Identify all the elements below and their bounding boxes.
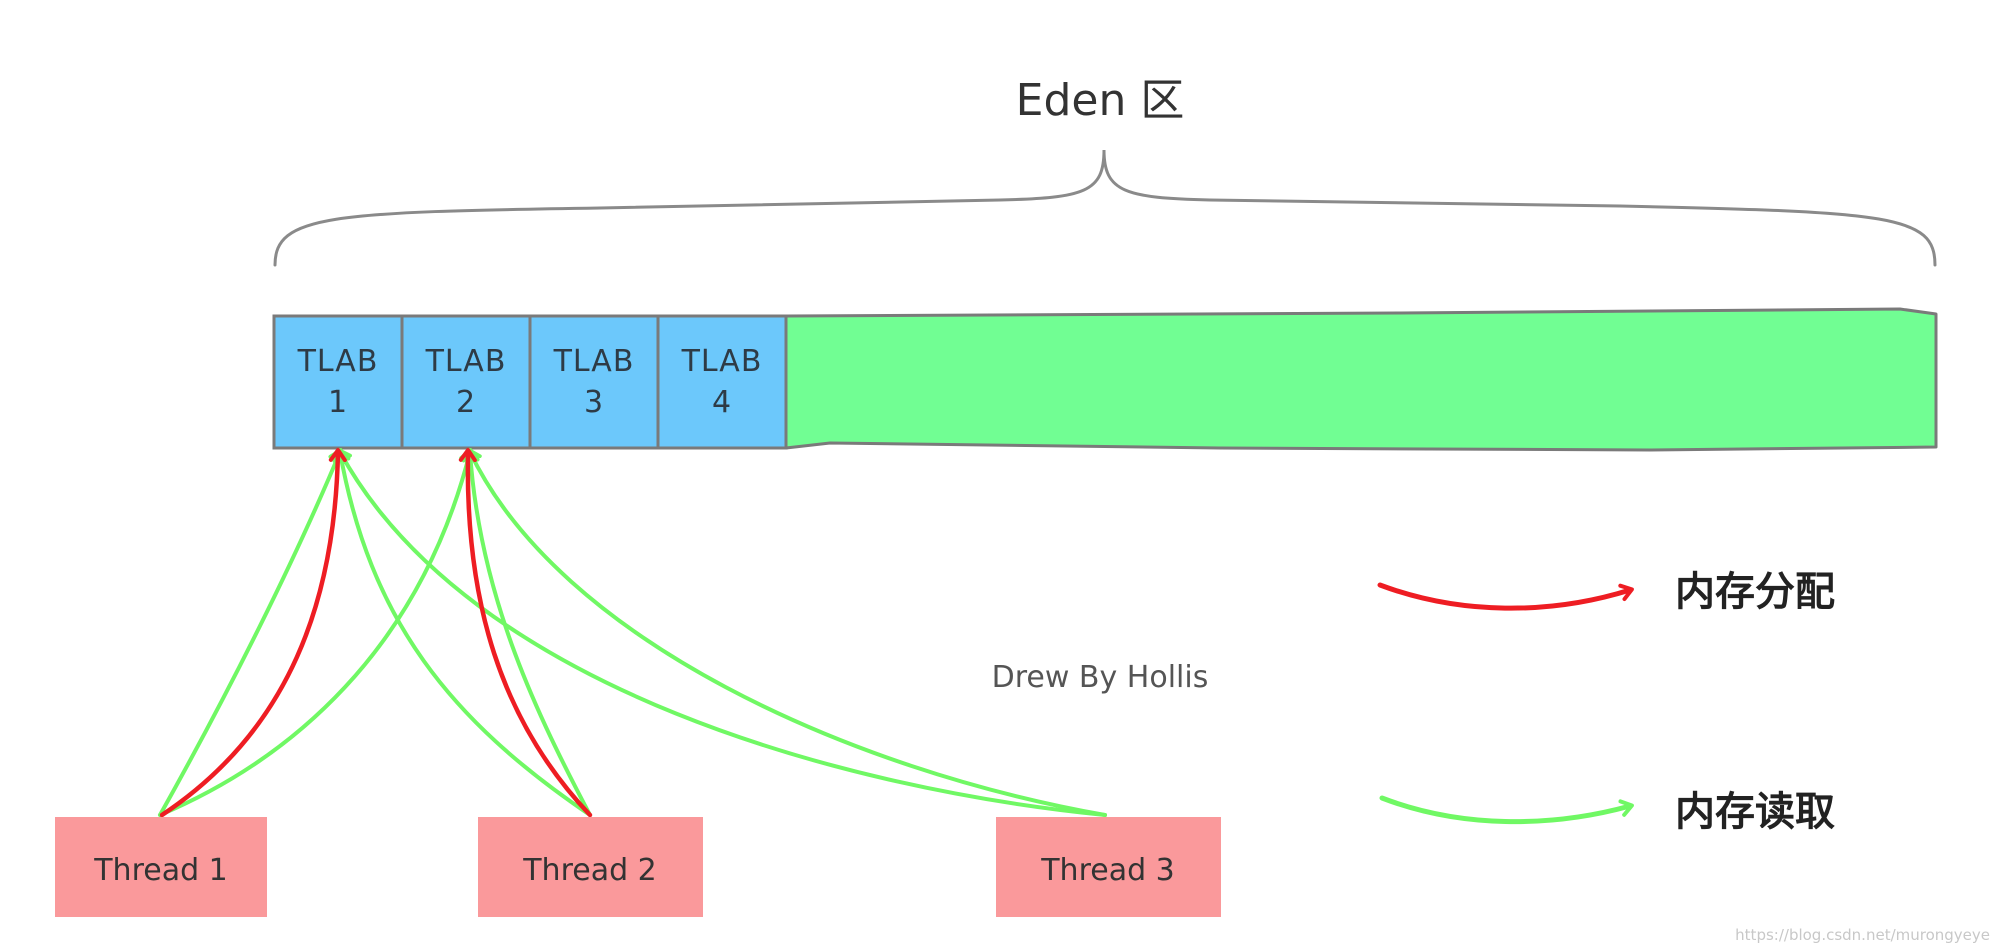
read-connections — [158, 448, 1107, 817]
eden-brace — [273, 149, 1937, 267]
tlab-label: TLAB — [297, 344, 379, 379]
eden-title: Eden 区 — [1016, 75, 1185, 126]
legend-read: 内存读取 — [1379, 788, 1835, 835]
tlab-number: 2 — [456, 385, 476, 420]
credit-text: Drew By Hollis — [992, 660, 1209, 695]
legend-read-arrow — [1379, 795, 1634, 825]
legend: 内存分配 内存读取 — [1377, 568, 1835, 835]
legend-allocation: 内存分配 — [1377, 568, 1835, 615]
allocation-connections — [159, 448, 593, 818]
allocation-arrow-thread1-tlab1 — [159, 448, 347, 818]
read-arrow-thread2-tlab1 — [332, 448, 592, 817]
read-arrow-thread3-tlab1 — [335, 448, 1107, 817]
thread-box-2: Thread 2 — [478, 817, 703, 917]
read-arrow-thread3-tlab2 — [465, 448, 1107, 817]
read-arrow-thread1-tlab1 — [158, 448, 346, 817]
eden-memory-bar: TLAB 1 TLAB 2 TLAB 3 TLAB 4 — [272, 307, 1938, 452]
thread-label: Thread 2 — [522, 853, 657, 888]
tlab-block-2: TLAB 2 — [400, 314, 532, 450]
read-arrow-thread1-tlab2 — [158, 448, 477, 817]
tlab-label: TLAB — [425, 344, 507, 379]
thread-box-1: Thread 1 — [55, 817, 267, 917]
tlab-label: TLAB — [553, 344, 635, 379]
thread-label: Thread 1 — [93, 853, 228, 888]
legend-allocation-arrow — [1377, 582, 1634, 611]
tlab-block-3: TLAB 3 — [528, 314, 660, 450]
tlab-number: 4 — [712, 385, 732, 420]
tlab-number: 3 — [584, 385, 604, 420]
tlab-number: 1 — [328, 385, 348, 420]
tlab-block-4: TLAB 4 — [656, 314, 788, 450]
tlab-block-1: TLAB 1 — [272, 314, 404, 450]
thread-label: Thread 3 — [1040, 853, 1175, 888]
legend-allocation-label: 内存分配 — [1675, 568, 1835, 615]
watermark: https://blog.csdn.net/murongyeye — [1735, 926, 1990, 944]
eden-free-space — [784, 307, 1938, 452]
allocation-arrow-thread2-tlab2 — [458, 448, 593, 818]
read-arrow-thread2-tlab2 — [461, 448, 592, 817]
legend-read-label: 内存读取 — [1675, 788, 1835, 835]
tlab-label: TLAB — [681, 344, 763, 379]
thread-box-3: Thread 3 — [996, 817, 1221, 917]
